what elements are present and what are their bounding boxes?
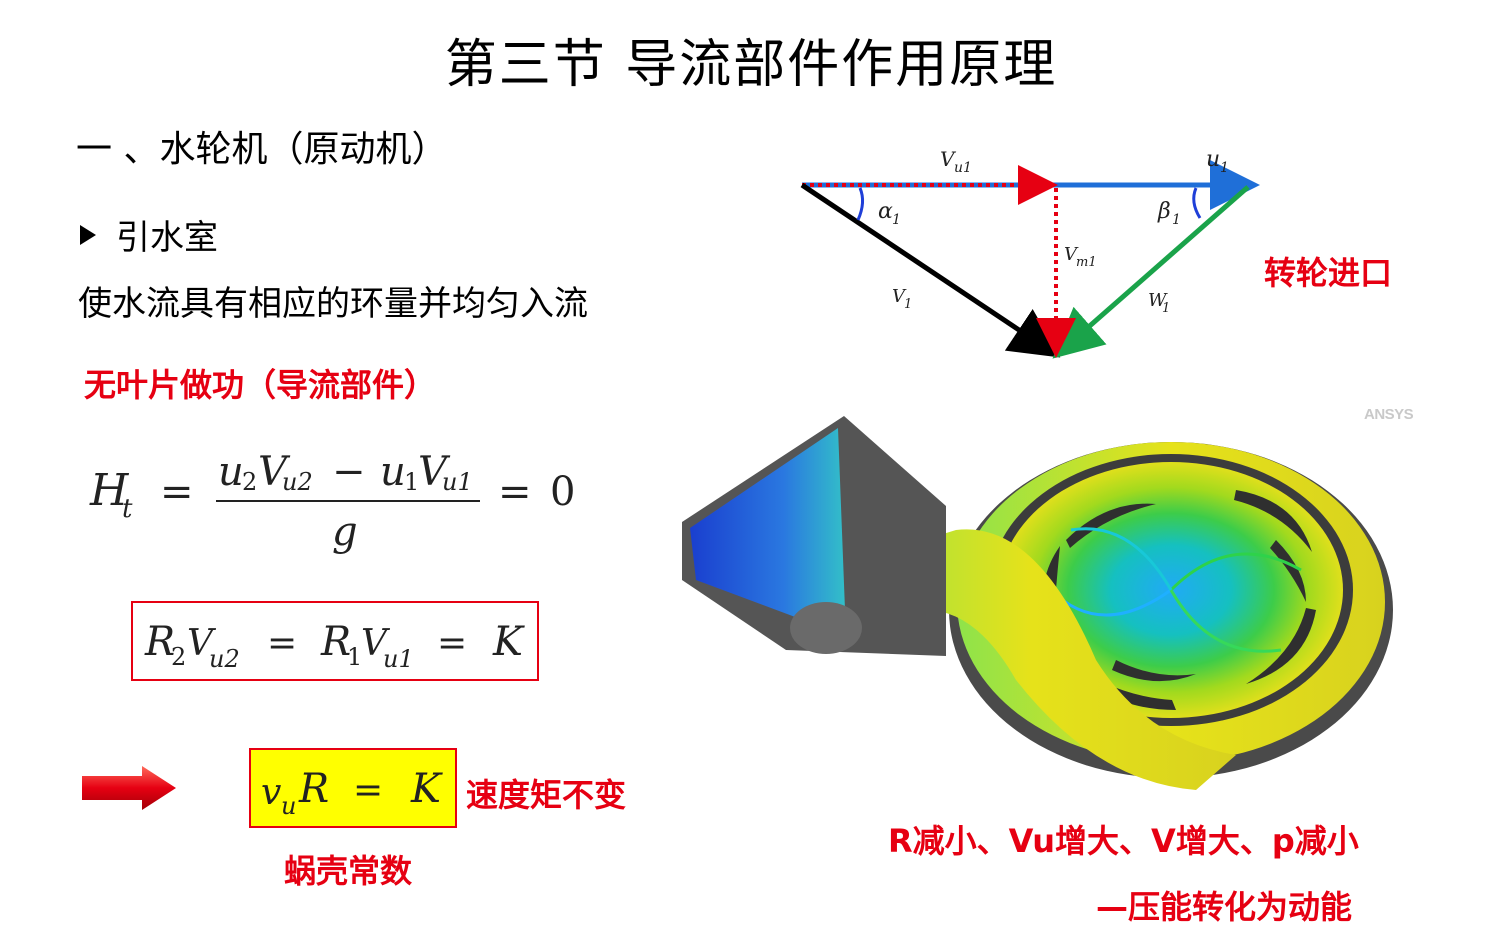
label-v1: V bbox=[892, 286, 907, 307]
label-alpha-sub: 1 bbox=[892, 212, 901, 228]
moment-equation: R 2 V u2 = R 1 V u1 = K bbox=[144, 619, 525, 673]
eq2-equals-1: = bbox=[267, 623, 297, 664]
eq-lhs-sub: t bbox=[122, 494, 133, 524]
subsection-label: 引水室 bbox=[116, 218, 218, 258]
w1-vector bbox=[1052, 185, 1250, 359]
moment-equation-box: R 2 V u2 = R 1 V u1 = K bbox=[131, 601, 539, 681]
swirl-streamlines bbox=[1049, 527, 1302, 653]
description-text: 使水流具有相应的环量并均匀入流 bbox=[78, 284, 588, 324]
eq3-v-sub: u bbox=[281, 792, 296, 820]
runner-inlet-label: 转轮进口 bbox=[1264, 254, 1393, 292]
eq-num-v1: V bbox=[418, 449, 451, 495]
alpha-arc bbox=[856, 187, 865, 221]
inlet-flange bbox=[790, 602, 862, 654]
eq-num-u1-sub: 1 bbox=[404, 468, 419, 496]
eq-lhs: H bbox=[89, 465, 130, 516]
beta-arc bbox=[1192, 187, 1202, 219]
no-blade-work-label: 无叶片做功（导流部件） bbox=[84, 366, 437, 404]
volute-constant-label: 蜗壳常数 bbox=[284, 852, 413, 890]
eq-rhs: 0 bbox=[550, 469, 575, 515]
slide-title: 第三节 导流部件作用原理 bbox=[444, 35, 1058, 95]
head-equation: H t = u 2 V u2 − u 1 V u1 g = 0 bbox=[89, 449, 575, 555]
eq2-v2: V bbox=[187, 623, 217, 664]
label-beta: β bbox=[1157, 199, 1171, 224]
conclusion-line-2: —压能转化为动能 bbox=[1096, 888, 1353, 926]
eq-minus: − bbox=[332, 449, 366, 495]
label-vm1-sub: m1 bbox=[1076, 255, 1097, 270]
eq-num-u2: u bbox=[218, 449, 244, 495]
label-w1-sub: 1 bbox=[1162, 301, 1170, 316]
right-arrow-icon bbox=[82, 766, 176, 810]
inlet-flow bbox=[690, 428, 846, 636]
bullet-arrow-icon bbox=[80, 224, 96, 245]
label-beta-sub: 1 bbox=[1172, 212, 1181, 228]
label-vm1: V bbox=[1064, 244, 1079, 265]
label-v1-sub: 1 bbox=[904, 297, 912, 312]
label-u1: u bbox=[1206, 147, 1220, 172]
eq-den: g bbox=[332, 509, 358, 555]
eq2-r2: R bbox=[144, 619, 175, 665]
conclusion-line-1: R减小、Vu增大、V增大、p减小 bbox=[888, 822, 1359, 860]
volute-streamline-image bbox=[682, 416, 1393, 790]
volute-constant-box: v u R = K bbox=[249, 748, 457, 828]
label-vu1: V bbox=[940, 147, 957, 171]
eq-num-u2-sub: 2 bbox=[242, 468, 257, 496]
eq2-v2-sub: u2 bbox=[209, 645, 240, 673]
eq2-r1: R bbox=[320, 619, 351, 665]
speed-moment-label: 速度矩不变 bbox=[466, 776, 627, 814]
ansys-logo: ANSYS bbox=[1364, 406, 1414, 423]
eq2-equals-2: = bbox=[437, 623, 467, 664]
eq2-r2-sub: 2 bbox=[171, 643, 186, 671]
v1-vector bbox=[800, 182, 1061, 358]
volute-equation: v u R = K bbox=[261, 766, 443, 820]
eq3-v: v bbox=[261, 772, 281, 813]
eq2-v1-sub: u1 bbox=[383, 645, 414, 673]
eq-num-v2: V bbox=[258, 449, 291, 495]
velocity-triangle-diagram: V u1 u 1 α 1 β 1 V m1 V 1 W 1 bbox=[800, 147, 1260, 359]
eq-num-v2-sub: u2 bbox=[282, 468, 313, 496]
eq-equals-1: = bbox=[160, 469, 194, 515]
subsection-heading: 引水室 bbox=[80, 210, 218, 259]
eq-equals-2: = bbox=[498, 469, 532, 515]
label-vu1-sub: u1 bbox=[954, 160, 972, 176]
eq2-r1-sub: 1 bbox=[347, 643, 362, 671]
eq2-k: K bbox=[492, 619, 525, 665]
eq-num-u1: u bbox=[380, 449, 406, 495]
eq2-v1: V bbox=[361, 623, 391, 664]
eq-num-v1-sub: u1 bbox=[442, 468, 473, 496]
section-heading: 一 、水轮机（原动机） bbox=[76, 129, 448, 170]
eq3-k: K bbox=[410, 766, 443, 812]
label-u1-sub: 1 bbox=[1220, 160, 1229, 176]
eq3-equals: = bbox=[353, 770, 383, 811]
eq3-r: R bbox=[298, 766, 329, 812]
label-w1: W bbox=[1148, 290, 1168, 311]
label-alpha: α bbox=[878, 199, 893, 224]
